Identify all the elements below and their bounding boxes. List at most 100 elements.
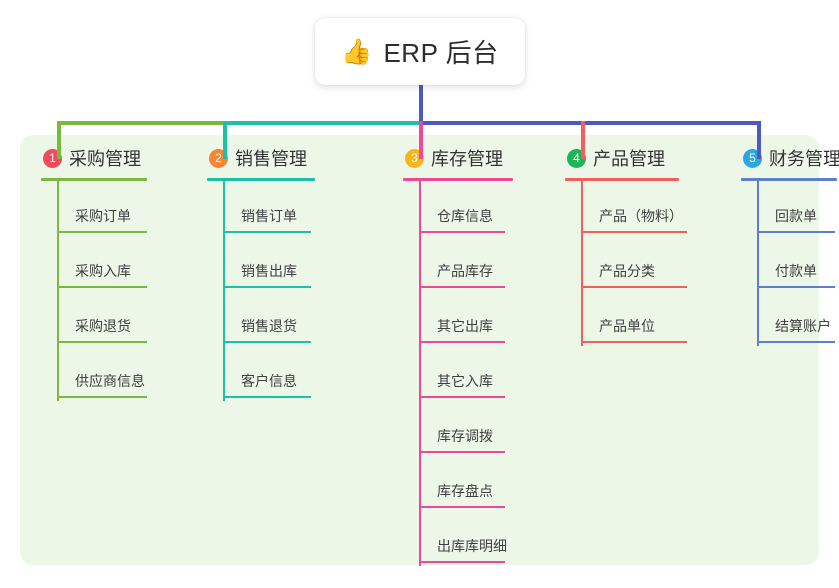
- branch-item-label: 采购退货: [75, 318, 131, 334]
- branch-item[interactable]: 出库库明细: [403, 511, 513, 566]
- branch-item[interactable]: 产品库存: [403, 236, 513, 291]
- branch-item[interactable]: 结算账户: [741, 291, 839, 346]
- branch-item-list: 采购订单采购入库采购退货供应商信息: [41, 181, 147, 401]
- branch-spine: [581, 181, 583, 346]
- branch-item-label: 产品（物料）: [599, 208, 683, 224]
- branch-item-list: 产品（物料） 产品分类产品单位: [565, 181, 687, 346]
- branch-item[interactable]: 库存调拨: [403, 401, 513, 456]
- branch-item-list: 回款单付款单结算账户: [741, 181, 839, 346]
- branch-item-rule: [419, 231, 505, 233]
- branch-title: 采购管理: [69, 149, 141, 169]
- branch-item[interactable]: 库存盘点: [403, 456, 513, 511]
- connector-bar-green: [57, 121, 225, 125]
- branch-item-rule: [57, 231, 147, 233]
- branch-item[interactable]: 仓库信息: [403, 181, 513, 236]
- branch-item-rule: [223, 396, 311, 398]
- branch-item[interactable]: 采购订单: [41, 181, 147, 236]
- branch-spine: [223, 181, 225, 401]
- branch-item-label: 付款单: [775, 263, 817, 279]
- branch-item-label: 库存调拨: [437, 428, 493, 444]
- branch-item-rule: [581, 231, 687, 233]
- branch-item-label: 采购入库: [75, 263, 131, 279]
- connector-bar-blue: [419, 121, 761, 125]
- branch-item-rule: [57, 396, 147, 398]
- connector-stub-3: [419, 121, 423, 159]
- branch-item[interactable]: 付款单: [741, 236, 839, 291]
- root-trunk-connector: [419, 85, 423, 125]
- branch-item-label: 产品库存: [437, 263, 493, 279]
- branch-title: 销售管理: [235, 149, 307, 169]
- branch-item-label: 出库库明细: [437, 538, 507, 554]
- branch-item[interactable]: 供应商信息: [41, 346, 147, 401]
- branch-item[interactable]: 产品分类: [565, 236, 687, 291]
- branch-item-rule: [419, 506, 505, 508]
- branch-item[interactable]: 采购入库: [41, 236, 147, 291]
- branch-header-rule: [565, 178, 679, 181]
- branch-item-rule: [757, 231, 835, 233]
- branch-header-rule: [741, 178, 837, 181]
- thumbs-up-icon: 👍: [341, 38, 373, 66]
- branch-item-rule: [757, 286, 835, 288]
- branch-header-rule: [41, 178, 147, 181]
- branch-item-rule: [419, 561, 505, 563]
- branch-item[interactable]: 销售出库: [207, 236, 315, 291]
- branch-item[interactable]: 产品（物料）: [565, 181, 687, 236]
- branch-item[interactable]: 销售订单: [207, 181, 315, 236]
- root-node[interactable]: 👍 ERP 后台: [315, 18, 525, 85]
- branch-title: 产品管理: [593, 149, 665, 169]
- branch-item[interactable]: 采购退货: [41, 291, 147, 346]
- branch-item-rule: [581, 341, 687, 343]
- connector-stub-4: [581, 121, 585, 159]
- branch-header-rule: [207, 178, 315, 181]
- branch-item-rule: [223, 231, 311, 233]
- branch-item[interactable]: 其它入库: [403, 346, 513, 401]
- branch-item-label: 客户信息: [241, 373, 297, 389]
- branch-item-label: 其它出库: [437, 318, 493, 334]
- branch-item-label: 销售退货: [241, 318, 297, 334]
- branch-item[interactable]: 销售退货: [207, 291, 315, 346]
- branch-item-rule: [57, 341, 147, 343]
- branch-item-rule: [419, 451, 505, 453]
- branch-item-label: 供应商信息: [75, 373, 145, 389]
- branch-item-list: 销售订单销售出库销售退货客户信息: [207, 181, 315, 401]
- branch-item-label: 销售订单: [241, 208, 297, 224]
- branch-item[interactable]: 其它出库: [403, 291, 513, 346]
- branch-item-rule: [223, 286, 311, 288]
- branch-item-rule: [57, 286, 147, 288]
- branch-item-label: 产品分类: [599, 263, 655, 279]
- branch-item-rule: [419, 341, 505, 343]
- branch-item-rule: [757, 341, 835, 343]
- branch-item-label: 仓库信息: [437, 208, 493, 224]
- branch-item-label: 结算账户: [775, 318, 831, 334]
- branch-item-rule: [419, 286, 505, 288]
- branch-item-label: 销售出库: [241, 263, 297, 279]
- branch-item-label: 其它入库: [437, 373, 493, 389]
- branch-spine: [419, 181, 421, 566]
- branch-item-rule: [223, 341, 311, 343]
- root-node-label: ERP 后台: [383, 38, 499, 68]
- branch-item-label: 回款单: [775, 208, 817, 224]
- branch-item-label: 库存盘点: [437, 483, 493, 499]
- branch-item[interactable]: 回款单: [741, 181, 839, 236]
- branch-item-label: 产品单位: [599, 318, 655, 334]
- branch-title: 库存管理: [431, 149, 503, 169]
- connector-stub-1: [57, 121, 61, 159]
- branch-spine: [757, 181, 759, 346]
- branch-item-rule: [419, 396, 505, 398]
- branch-item-rule: [581, 286, 687, 288]
- branch-header-rule: [403, 178, 513, 181]
- branch-title: 财务管理: [769, 149, 839, 169]
- connector-bar-teal: [223, 121, 421, 125]
- connector-stub-5: [757, 121, 761, 159]
- branch-item[interactable]: 产品单位: [565, 291, 687, 346]
- branch-item-label: 采购订单: [75, 208, 131, 224]
- branch-spine: [57, 181, 59, 401]
- branch-item-list: 仓库信息产品库存其它出库其它入库库存调拨库存盘点出库库明细: [403, 181, 513, 566]
- branch-item[interactable]: 客户信息: [207, 346, 315, 401]
